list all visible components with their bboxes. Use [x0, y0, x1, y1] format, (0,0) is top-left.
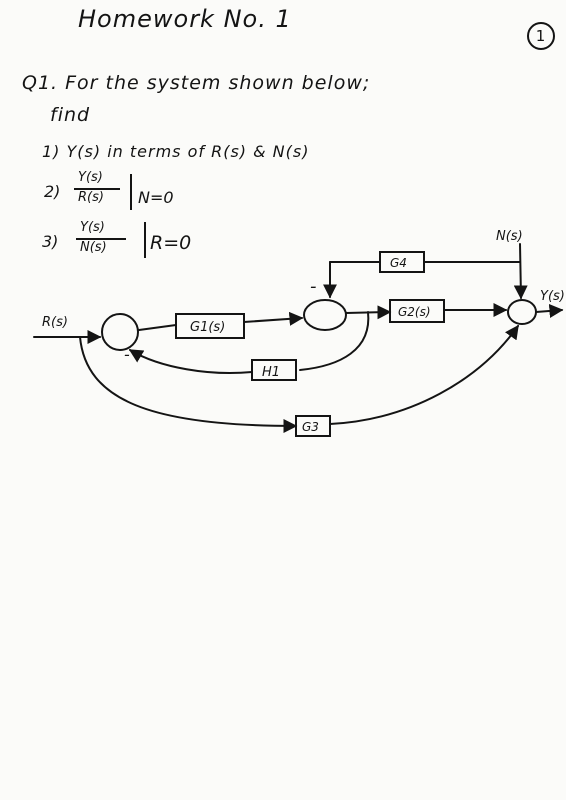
question-prompt: Q1. For the system shown below; [22, 72, 371, 94]
evaluation-bar [144, 222, 146, 258]
page-number-badge: 1 [527, 22, 555, 50]
fraction-denominator: N(s) [80, 240, 107, 255]
sum1-minus-sign: - [124, 345, 130, 364]
item-condition: N=0 [138, 188, 174, 207]
sum2-minus-sign: - [310, 276, 317, 297]
output-signal-line [535, 303, 564, 318]
block-g1-label: G1(s) [190, 320, 225, 335]
evaluation-bar [130, 174, 132, 210]
noise-label: N(s) [496, 229, 523, 244]
item-text: Y(s) in terms of R(s) & N(s) [66, 142, 310, 161]
fraction-bar [74, 188, 120, 190]
noise-signal-line [513, 243, 528, 300]
output-label: Y(s) [540, 289, 565, 304]
feedforward-path-right [329, 324, 519, 425]
input-label: R(s) [42, 315, 68, 330]
item-index: 1) [42, 142, 61, 161]
block-h1-label: H1 [262, 365, 280, 380]
summing-junction-1 [101, 313, 139, 351]
page-title: Homework No. 1 [78, 5, 292, 33]
block-g2-label: G2(s) [398, 305, 431, 319]
question-item-2: 2) Y(s) R(s) N=0 [40, 168, 240, 218]
block-g4-label: G4 [390, 256, 407, 270]
question-item-3: 3) Y(s) N(s) R=0 [40, 218, 240, 268]
block-h1 [251, 359, 297, 381]
signal-line-sum1-g1 [138, 324, 177, 331]
summing-junction-2 [303, 299, 347, 331]
item-index: 3) [42, 232, 59, 251]
summing-junction-3 [507, 299, 537, 325]
feedback-path-left [128, 349, 253, 375]
fraction-denominator: R(s) [78, 190, 104, 205]
question-item-1: 1) Y(s) in terms of R(s) & N(s) [42, 142, 309, 161]
block-g3 [295, 415, 331, 437]
feedback-path-right [299, 311, 370, 371]
fraction-numerator: Y(s) [78, 170, 103, 185]
block-g1 [175, 313, 245, 339]
question-find: find [50, 104, 91, 126]
item-index: 2) [44, 182, 61, 201]
item-condition: R=0 [150, 232, 192, 254]
fraction-bar [76, 238, 126, 240]
feedforward-path-left [79, 336, 298, 433]
fraction-numerator: Y(s) [80, 220, 105, 235]
signal-line-g1-sum2 [243, 311, 304, 326]
block-g3-label: G3 [302, 420, 319, 434]
